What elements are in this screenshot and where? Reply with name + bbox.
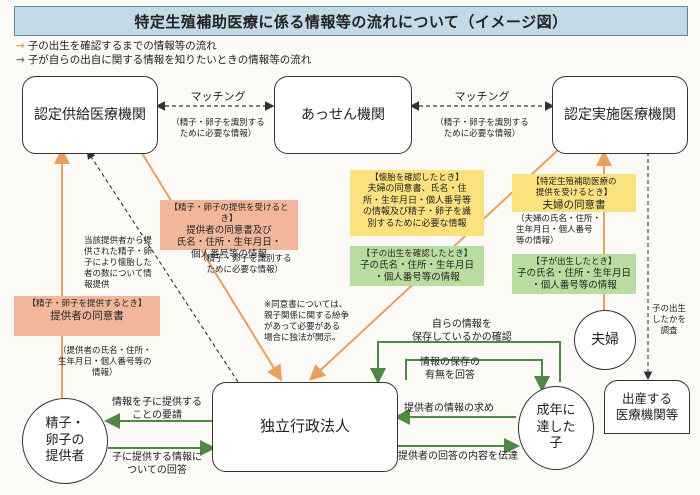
matching-label-right: マッチング bbox=[454, 90, 510, 103]
flow-label-request-donor: 情報を子に提供する ことの要請 bbox=[112, 397, 202, 421]
supply-note: （精子・卵子を識別する ために必要な情報） bbox=[198, 254, 292, 275]
node-birth-clinic: 出産する 医療機関等 bbox=[604, 380, 690, 434]
legend-item-orange: →子の出生を確認するまでの情報等の流れ bbox=[16, 40, 217, 52]
box-supply-info: 【精子・卵子の提供を受けるとき】 提供者の同意書及び 氏名・住所・生年月日・ 個… bbox=[160, 200, 298, 260]
legend-item-green: →子が自らの出自に関する情報を知りたいときの情報等の流れ bbox=[16, 54, 312, 66]
flow-label-saved: 情報の保存の 有無を回答 bbox=[420, 357, 480, 381]
matching-note-left: （精子・卵子を識別する ために必要な情報） bbox=[171, 118, 265, 139]
node-treat-clinic: 認定実施医療機関 bbox=[552, 76, 688, 154]
donor-consent-note: （提供者の氏名・住所・ 生年月日・個人番号等の 情報） bbox=[58, 346, 152, 378]
flow-confirm bbox=[370, 341, 561, 384]
flow-label-request: 提供者の情報の求め bbox=[404, 403, 494, 414]
box-pregnancy: 【懐胎を確認したとき】 夫婦の同意書、氏名・住 所・生年月日・個人番号等 の情報… bbox=[350, 170, 484, 236]
matching-note-right: （精子・卵子を識別する ために必要な情報） bbox=[435, 118, 529, 139]
birth-count-note: 当該提供者から提 供された精子・卵 子により懐胎した 者の数について情 報提供 bbox=[84, 236, 153, 290]
box-couple-consent: 【特定生殖補助医療の 提供を受けるとき】 夫婦の同意書 bbox=[512, 174, 636, 212]
node-supply-clinic: 認定供給医療機関 bbox=[22, 76, 158, 154]
flow-saved bbox=[405, 359, 550, 392]
box-birth-occur: 【子が出生したとき】 子の氏名・住所・生年月日 ・個人番号等の情報 bbox=[512, 254, 636, 294]
birth-check-note: 子の出生 したかを 調査 bbox=[652, 304, 687, 336]
supply-to-iai bbox=[139, 149, 283, 382]
matching-label-left: マッチング bbox=[190, 90, 246, 103]
box-donor-consent: 【精子・卵子を提供するとき】 提供者の同意書 bbox=[14, 296, 160, 336]
flow-label-convey: 提供者の回答の内容を伝達 bbox=[398, 451, 518, 462]
green-arrow-icon: → bbox=[16, 54, 25, 66]
flow-label-confirm: 自らの情報を 保存しているかの確認 bbox=[412, 319, 512, 343]
node-agency: あっせん機関 bbox=[274, 76, 412, 154]
box-birth-confirm: 【子の出生を確認したとき】 子の氏名・住所・生年月日 ・個人番号等の情報 bbox=[350, 246, 484, 286]
node-adult-child: 成年に 達した 子 bbox=[518, 386, 594, 470]
node-donor: 精子・ 卵子の 提供者 bbox=[22, 398, 108, 484]
couple-note: （夫婦の氏名・住所・ 生年月日・個人番号 等の情報） bbox=[516, 214, 602, 246]
consent-remark: ※同意書については、 親子関係に関する紛争 があって必要がある 場合に独法が開示… bbox=[264, 300, 350, 343]
orange-arrow-icon: → bbox=[16, 40, 25, 52]
flow-label-donor-answer: 子に提供する情報に ついての回答 bbox=[112, 452, 202, 476]
page-title: 特定生殖補助医療に係る情報等の流れについて（イメージ図） bbox=[14, 6, 688, 36]
node-couple: 夫婦 bbox=[574, 310, 636, 370]
iai-to-supply-dashed bbox=[86, 150, 239, 383]
node-iai: 独立行政法人 bbox=[212, 382, 398, 472]
